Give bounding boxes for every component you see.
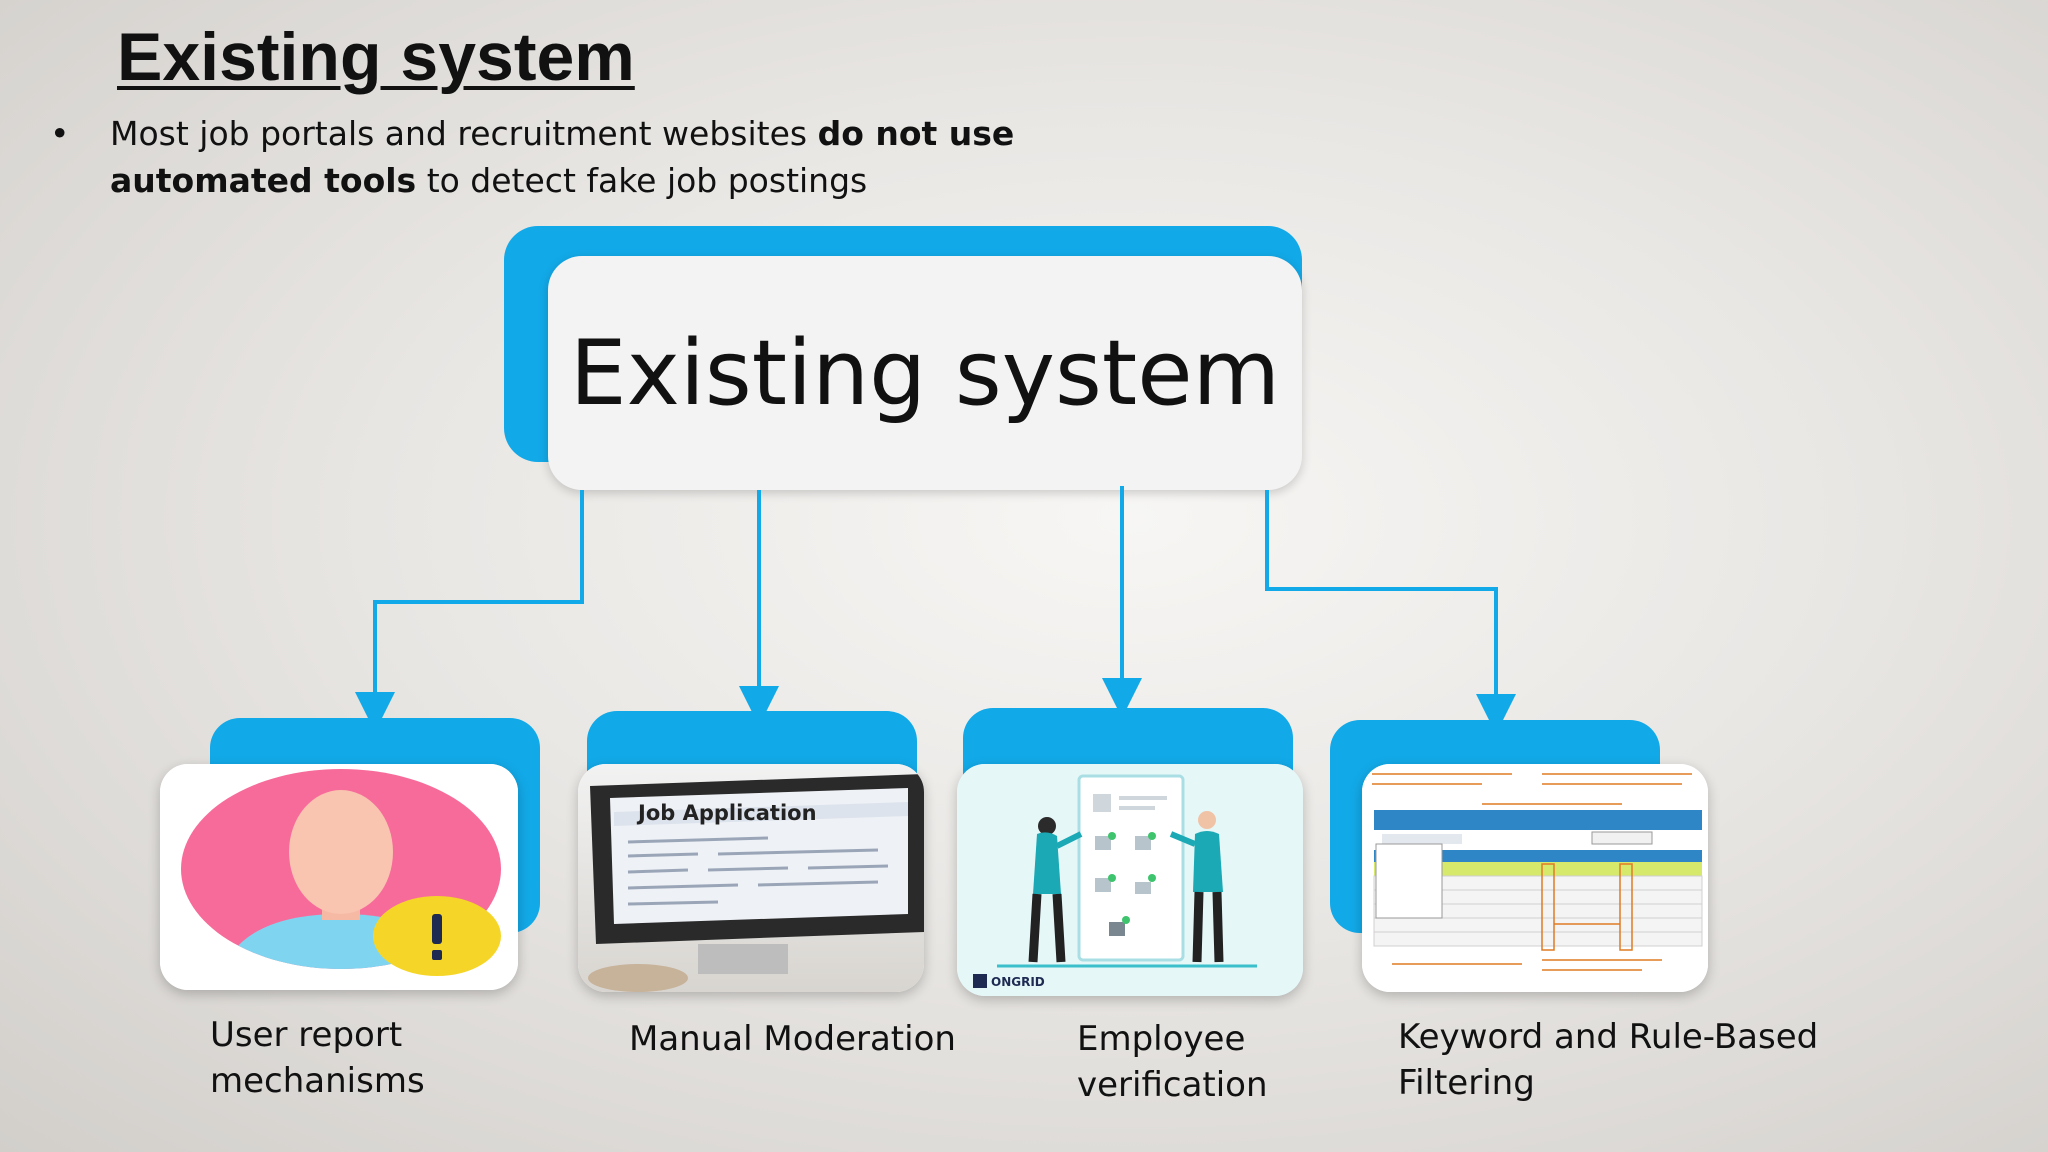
root-node-label: Existing system: [569, 320, 1281, 426]
child-node-4-caption: Keyword and Rule-Based Filtering: [1398, 1014, 1818, 1106]
bullet-text-part1: Most job portals and recruitment website…: [110, 114, 818, 153]
caption-line-1: Employee: [1077, 1019, 1246, 1059]
caption-line-1: User report: [210, 1015, 403, 1055]
bullet-text: Most job portals and recruitment website…: [110, 110, 1050, 204]
caption-line-1: Keyword and Rule-Based: [1398, 1017, 1819, 1057]
verification-illustration-icon: ONGRID: [957, 764, 1303, 996]
caption-line-2: Filtering: [1398, 1063, 1535, 1103]
child-node-2-caption: Manual Moderation: [629, 1016, 956, 1062]
child-node-4-card: [1362, 764, 1708, 992]
table-screenshot-icon: [1362, 764, 1708, 992]
monitor-icon: Job Application: [578, 764, 924, 992]
caption-line-2: mechanisms: [210, 1061, 425, 1101]
caption-line-1: Manual Moderation: [629, 1019, 956, 1059]
child-node-1-caption: User report mechanisms: [210, 1012, 425, 1104]
ongrid-logo-text: ONGRID: [991, 975, 1045, 989]
child-node-3-card: ONGRID: [957, 764, 1303, 996]
child-node-1-card: [160, 764, 518, 990]
bullet-text-bold: do not use automated tools: [110, 114, 1015, 200]
page-title: Existing system: [117, 19, 635, 95]
bullet-text-part2: to detect fake job postings: [416, 161, 868, 200]
caption-line-2: verification: [1077, 1065, 1268, 1105]
connector-1: [355, 490, 584, 732]
monitor-screen-text: Job Application: [636, 801, 817, 825]
child-node-3-caption: Employee verification: [1077, 1016, 1268, 1108]
root-node: Existing system: [548, 256, 1302, 490]
connector-4: [1265, 490, 1516, 734]
child-node-2-card: Job Application: [578, 764, 924, 992]
bullet-marker: •: [50, 114, 70, 153]
user-alert-icon: [160, 764, 518, 990]
